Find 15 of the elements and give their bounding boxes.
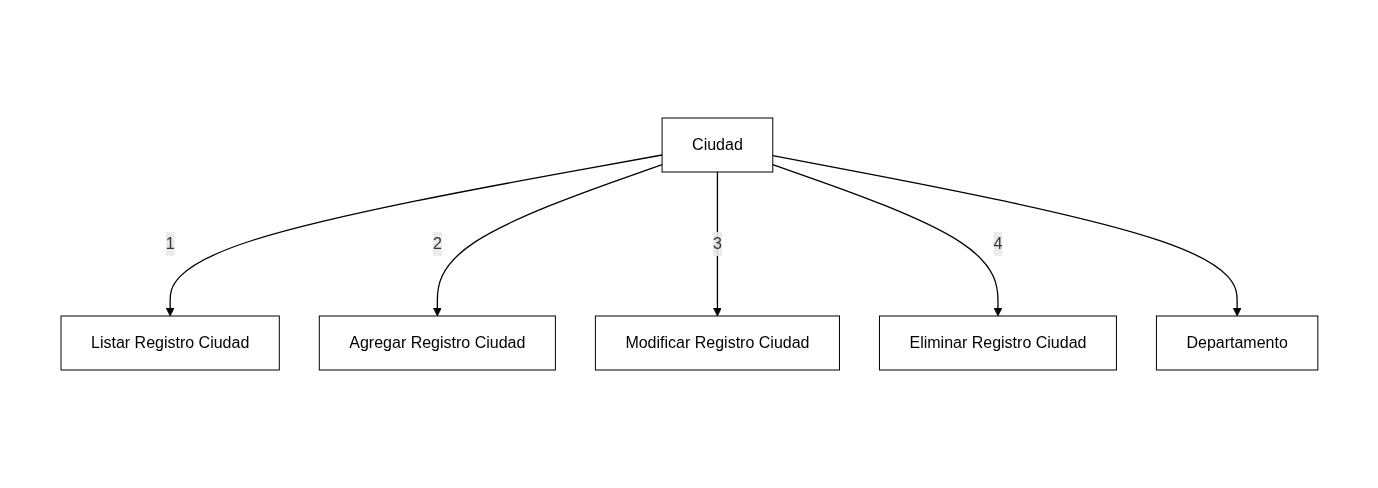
arrow bbox=[771, 163, 1002, 317]
arrow bbox=[771, 154, 1242, 317]
edge-label: 4 bbox=[993, 235, 1002, 252]
arrow bbox=[165, 154, 663, 317]
arrow bbox=[432, 163, 663, 317]
node-box: Listar Registro Ciudad bbox=[60, 315, 280, 371]
edge-label: 1 bbox=[165, 235, 175, 252]
node-box: Agregar Registro Ciudad bbox=[318, 315, 556, 371]
node-box: Modificar Registro Ciudad bbox=[594, 315, 840, 371]
edge-label: 3 bbox=[712, 235, 722, 252]
node-box: Eliminar Registro Ciudad bbox=[878, 315, 1117, 371]
node-box: Ciudad bbox=[661, 117, 773, 173]
edge-label: 2 bbox=[432, 235, 442, 252]
arrow bbox=[712, 171, 722, 317]
node-box: Departamento bbox=[1155, 315, 1318, 371]
